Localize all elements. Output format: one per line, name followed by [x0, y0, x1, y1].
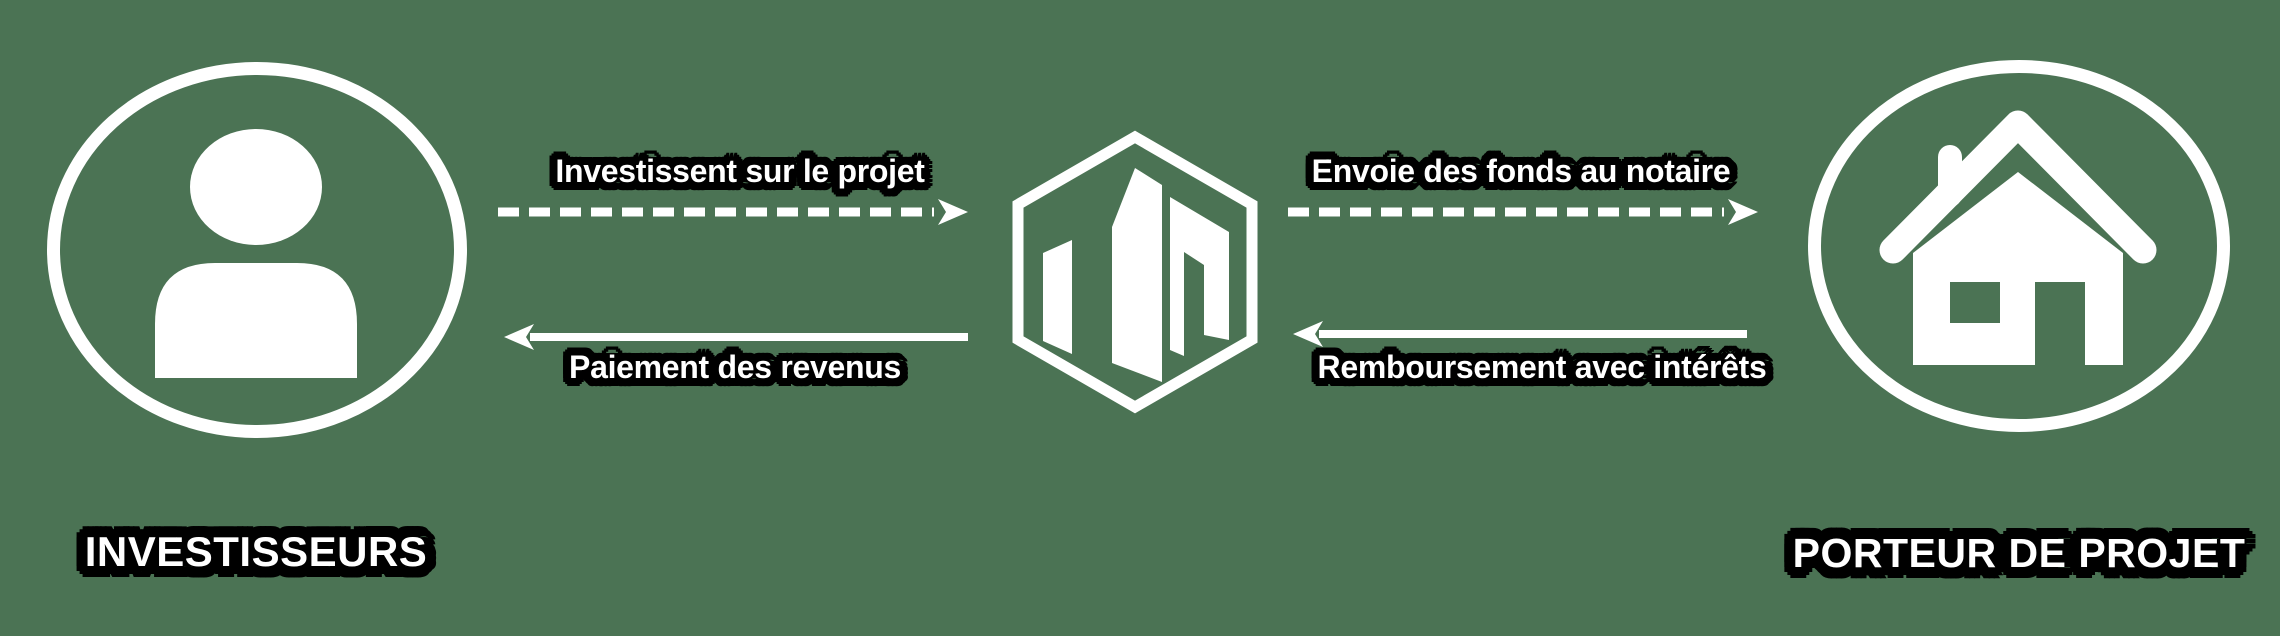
owner-circle	[1808, 60, 2230, 432]
arrow-solid-left-repay	[1293, 321, 1747, 347]
project-owner-title: PORTEUR DE PROJET	[1792, 530, 2246, 576]
logo-center-building	[1112, 168, 1162, 382]
logo-arch-building	[1170, 197, 1229, 356]
arrow-dashed-right-send-funds	[1288, 199, 1758, 225]
investors-title: INVESTISSEURS	[84, 528, 428, 575]
person-icon	[47, 62, 467, 438]
logo-left-building	[1043, 240, 1072, 354]
arrow-dashed-right-invest	[498, 199, 968, 225]
hexagon-outline	[1012, 130, 1258, 414]
person-head	[190, 129, 322, 245]
flow-label-repay: Remboursement avec intérêts	[1317, 349, 1767, 385]
house-window	[1950, 282, 2000, 323]
house-roof	[1879, 110, 2157, 264]
arrow-solid-left-pay-revenue	[504, 324, 968, 350]
house-door	[2035, 282, 2085, 365]
flow-label-send-funds: Envoie des fonds au notaire	[1311, 153, 1731, 189]
hexagon-buildings-logo	[1012, 130, 1258, 414]
flow-label-invest: Investissent sur le projet	[555, 153, 925, 189]
person-body	[155, 263, 357, 378]
house-icon	[1808, 60, 2230, 432]
investor-circle	[47, 62, 467, 438]
flow-label-pay-revenue: Paiement des revenus	[569, 349, 901, 385]
